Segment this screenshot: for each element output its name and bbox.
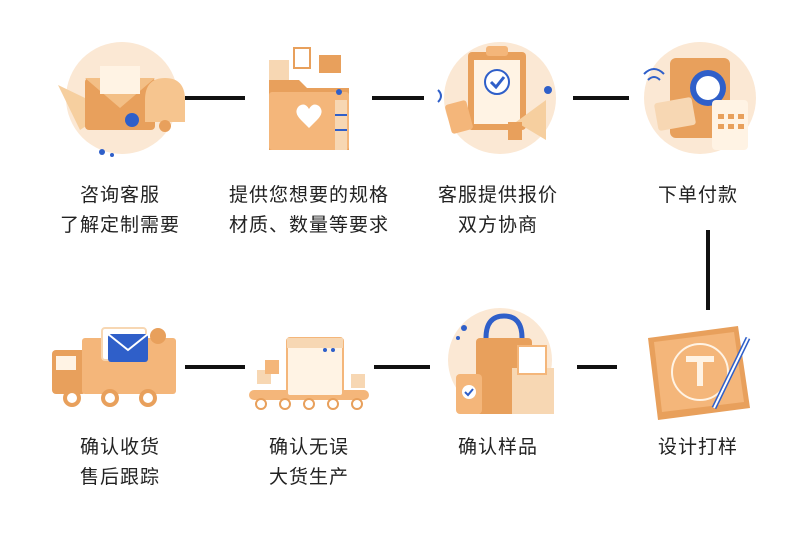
payment-terminal-icon (628, 30, 768, 170)
connector-1-2 (185, 96, 245, 100)
step-label-line2: 材质、数量等要求 (228, 214, 389, 236)
folder-files-icon (239, 30, 379, 170)
step-label-line1: 确认无误 (268, 436, 349, 458)
step-label-line1: 确认收货 (79, 436, 160, 458)
connector-5-6 (577, 365, 617, 369)
step-label-line1: 咨询客服 (79, 184, 160, 206)
step-label-line2: 双方协商 (457, 214, 538, 236)
connector-4-5 (706, 230, 710, 310)
step-label-line1: 提供您想要的规格 (228, 184, 389, 206)
step-label: 下单付款 (613, 180, 783, 210)
clipboard-megaphone-icon (428, 30, 568, 170)
connector-7-8 (185, 365, 245, 369)
production-machine-icon (239, 298, 379, 438)
bag-box-icon (428, 298, 568, 438)
step-label: 确认样品 (413, 432, 583, 462)
step-label: 提供您想要的规格 材质、数量等要求 (224, 180, 394, 240)
delivery-truck-icon (50, 298, 190, 438)
step-label-line1: 下单付款 (657, 184, 738, 206)
step-label: 咨询客服 了解定制需要 (35, 180, 205, 240)
connector-6-7 (374, 365, 430, 369)
connector-3-4 (573, 96, 629, 100)
envelope-bell-icon (50, 30, 190, 170)
step-label: 确认收货 售后跟踪 (35, 432, 205, 492)
step-label: 设计打样 (613, 432, 783, 462)
step-label-line1: 设计打样 (657, 436, 738, 458)
step-label-line2: 了解定制需要 (59, 214, 180, 236)
blueprint-pen-icon (628, 298, 768, 438)
step-label-line1: 确认样品 (457, 436, 538, 458)
step-label-line1: 客服提供报价 (437, 184, 558, 206)
step-label-line2: 大货生产 (268, 466, 349, 488)
step-label-line2: 售后跟踪 (79, 466, 160, 488)
connector-2-3 (372, 96, 424, 100)
step-label: 客服提供报价 双方协商 (413, 180, 583, 240)
step-label: 确认无误 大货生产 (224, 432, 394, 492)
